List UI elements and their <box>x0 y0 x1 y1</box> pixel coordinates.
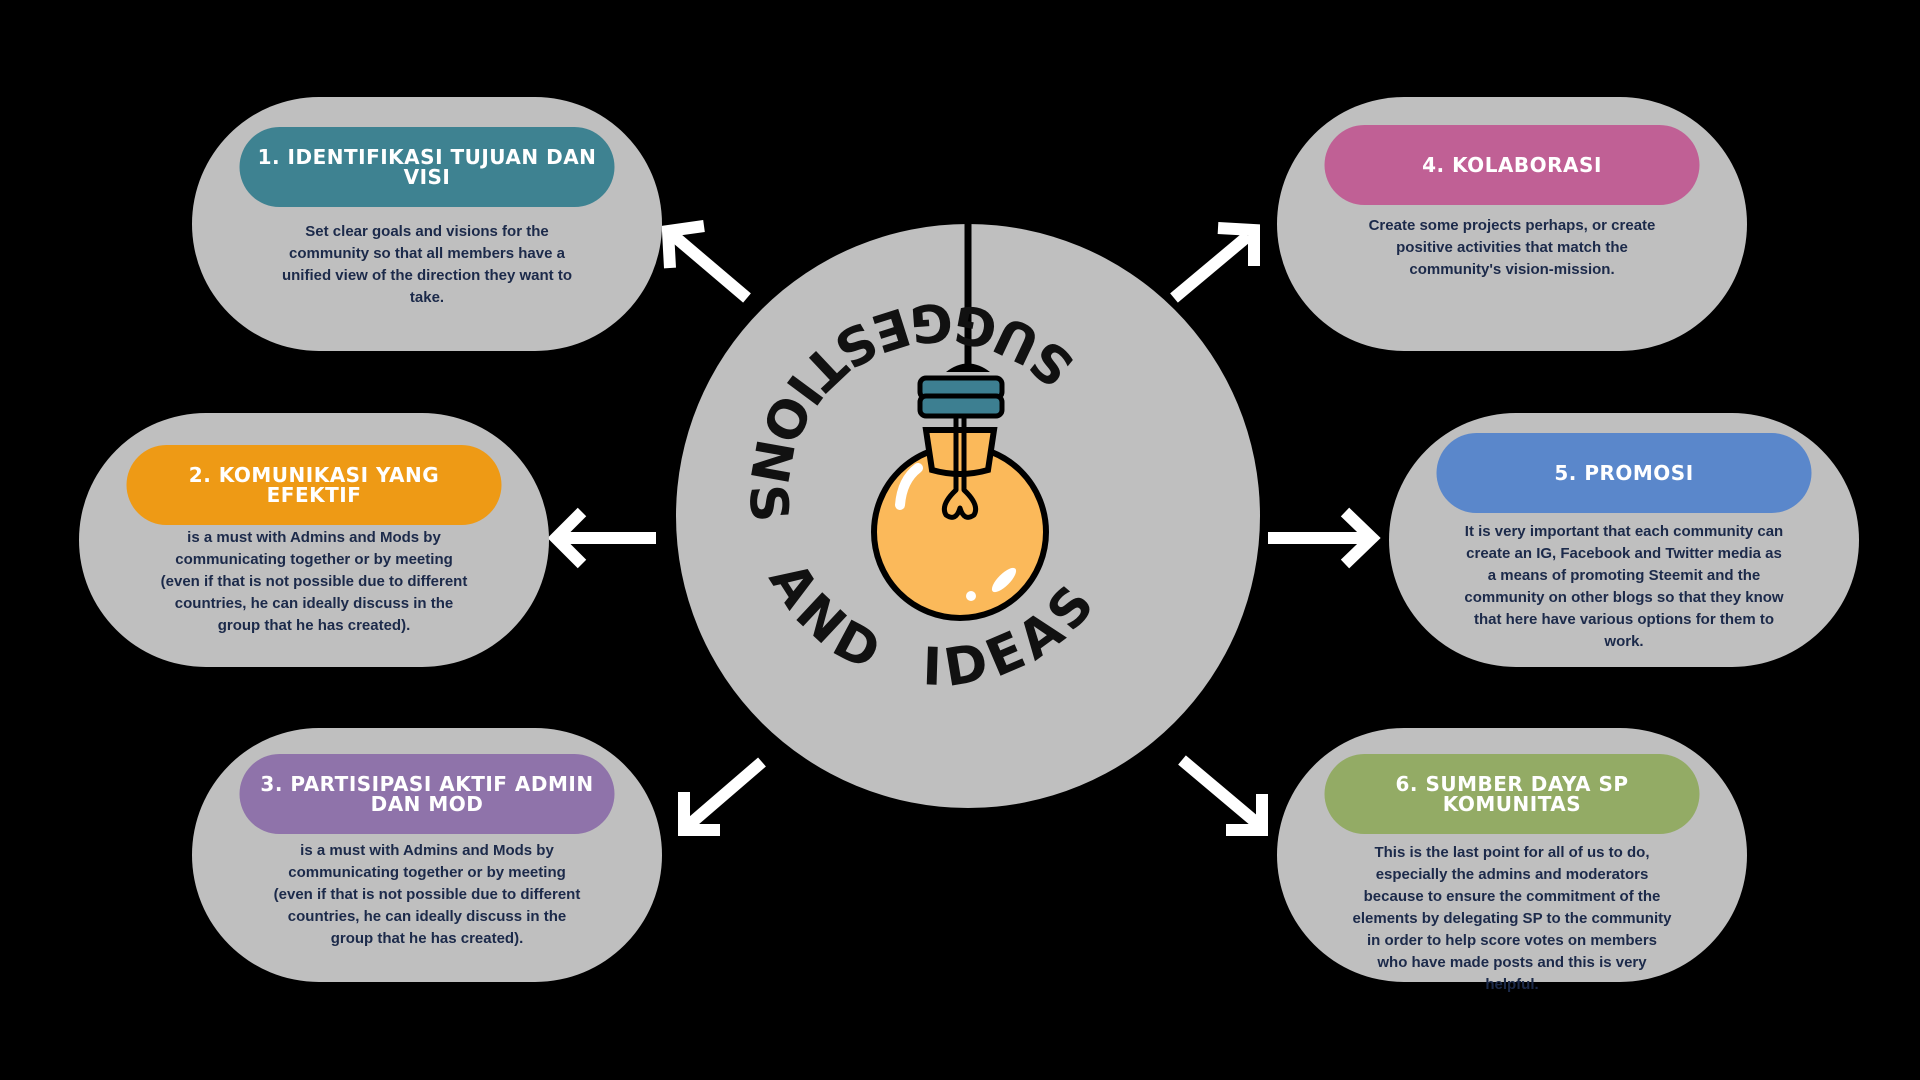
card-title: 4. KOLABORASI <box>1324 125 1700 205</box>
arrow-up-left-icon <box>661 220 751 303</box>
card-identifikasi-tujuan: 1. IDENTIFIKASI TUJUAN DAN VISI Set clea… <box>192 97 662 351</box>
arrow-left-icon <box>547 507 656 569</box>
card-description: It is very important that each community… <box>1464 523 1784 650</box>
card-partisipasi-aktif: 3. PARTISIPASI AKTIF ADMIN DAN MOD is a … <box>192 728 662 982</box>
card-title: 5. PROMOSI <box>1436 433 1812 513</box>
card-description: is a must with Admins and Mods by commun… <box>273 842 581 947</box>
card-description: is a must with Admins and Mods by commun… <box>160 529 468 634</box>
arrow-up-right-icon <box>1170 222 1260 303</box>
arrow-right-icon <box>1268 507 1381 569</box>
light-bulb-icon <box>871 363 1049 621</box>
arrow-down-right-icon <box>1178 755 1268 836</box>
card-title: 2. KOMUNIKASI YANG EFEKTIF <box>126 445 502 525</box>
card-title: 1. IDENTIFIKASI TUJUAN DAN VISI <box>239 127 615 207</box>
arrow-down-left-icon <box>678 757 766 836</box>
card-description: Set clear goals and visions for the comm… <box>281 223 573 306</box>
card-komunikasi-efektif: 2. KOMUNIKASI YANG EFEKTIF is a must wit… <box>79 413 549 667</box>
card-kolaborasi: 4. KOLABORASI Create some projects perha… <box>1277 97 1747 351</box>
card-promosi: 5. PROMOSI It is very important that eac… <box>1389 413 1859 667</box>
card-description: This is the last point for all of us to … <box>1352 844 1672 993</box>
card-sumber-daya-sp: 6. SUMBER DAYA SP KOMUNITAS This is the … <box>1277 728 1747 993</box>
card-description: Create some projects perhaps, or create … <box>1368 217 1656 278</box>
card-title: 6. SUMBER DAYA SP KOMUNITAS <box>1324 754 1700 834</box>
card-title: 3. PARTISIPASI AKTIF ADMIN DAN MOD <box>239 754 615 834</box>
